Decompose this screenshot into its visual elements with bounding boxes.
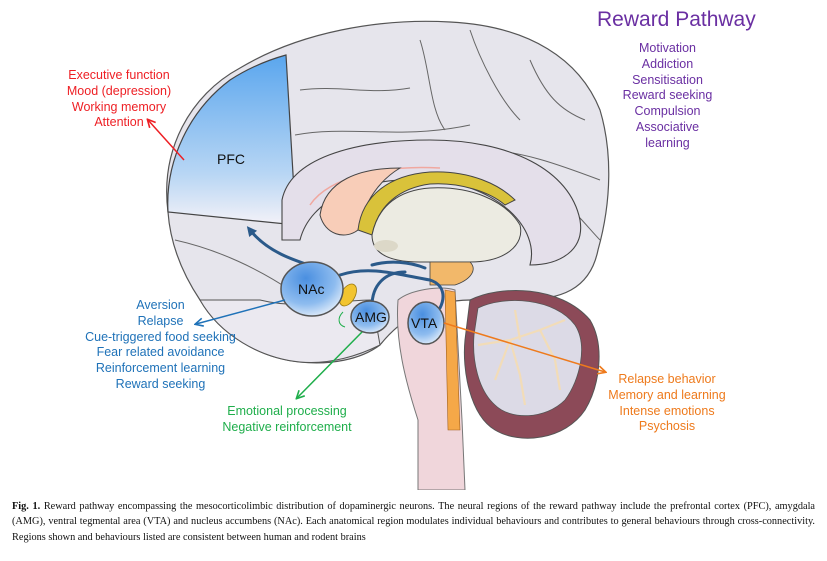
pfc-behaviour: Executive function bbox=[68, 68, 170, 82]
amg-behaviours-list: Emotional processing Negative reinforcem… bbox=[212, 404, 362, 436]
nac-label: NAc bbox=[298, 281, 325, 297]
fornix bbox=[357, 171, 516, 236]
vta-behaviour: Psychosis bbox=[638, 419, 696, 434]
nac-arrow bbox=[196, 299, 286, 324]
lateral-ventricle bbox=[319, 167, 402, 236]
arbor-vitae bbox=[477, 309, 566, 406]
reward-behaviour: Motivation bbox=[639, 41, 696, 55]
brain-illustration bbox=[0, 20, 610, 491]
amg-behaviour: Negative reinforcement bbox=[222, 419, 352, 434]
reward-behaviour: Sensitisation bbox=[632, 72, 703, 87]
vta-behaviours-list: Relapse behavior Memory and learning Int… bbox=[602, 372, 732, 435]
amg-arrow bbox=[297, 331, 363, 398]
pfc-behaviours-list: Executive function Mood (depression) Wor… bbox=[50, 68, 188, 131]
figure-title: Reward Pathway bbox=[597, 8, 756, 31]
pfc-region bbox=[167, 54, 297, 226]
amg-behaviour: Emotional processing bbox=[227, 404, 347, 418]
figure-caption: Fig. 1. Reward pathway encompassing the … bbox=[12, 499, 815, 545]
nac-behaviour: Relapse bbox=[137, 313, 184, 328]
pfc-arrow bbox=[148, 120, 185, 161]
thalamus bbox=[371, 187, 522, 263]
pfc-behaviour: Mood (depression) bbox=[66, 83, 172, 98]
vta-behaviour: Memory and learning bbox=[608, 387, 726, 402]
amg-label: AMG bbox=[355, 309, 387, 325]
vta-behaviour: Intense emotions bbox=[619, 403, 715, 418]
pfc-behaviour: Working memory bbox=[71, 99, 167, 114]
nac-behaviours-list: Aversion Relapse Cue-triggered food seek… bbox=[68, 298, 253, 393]
amg-region bbox=[350, 300, 390, 334]
reward-behaviour: Compulsion bbox=[634, 104, 701, 119]
caption-text: Reward pathway encompassing the mesocort… bbox=[12, 501, 816, 543]
reward-pathway-figure: Reward Pathway Motivation Addiction Sens… bbox=[0, 8, 756, 491]
vta-arrow bbox=[443, 322, 605, 372]
nac-behaviour: Cue-triggered food seeking bbox=[85, 329, 236, 344]
reward-behaviour: Addiction bbox=[641, 56, 694, 71]
hypothalamus bbox=[429, 261, 474, 286]
nac-behaviour: Reinforcement learning bbox=[95, 361, 226, 376]
nac-behaviour: Aversion bbox=[136, 298, 185, 312]
nac-behaviour: Reward seeking bbox=[115, 376, 206, 391]
reward-behaviour: Reward seeking bbox=[622, 88, 713, 103]
pfc-label: PFC bbox=[217, 151, 245, 167]
nac-region bbox=[280, 261, 344, 317]
pfc-behaviour: Attention bbox=[94, 115, 144, 130]
gyri-lines bbox=[174, 29, 601, 291]
nac-behaviour: Fear related avoidance bbox=[96, 345, 225, 360]
caption-label: Fig. 1. bbox=[12, 501, 41, 512]
reward-behaviour: Associative bbox=[635, 119, 700, 134]
reward-behaviour: learning bbox=[645, 135, 690, 150]
reward-behaviours-list: Motivation Addiction Sensitisation Rewar… bbox=[600, 41, 735, 152]
vta-label: VTA bbox=[411, 315, 438, 331]
vta-behaviour: Relapse behavior bbox=[618, 372, 716, 386]
